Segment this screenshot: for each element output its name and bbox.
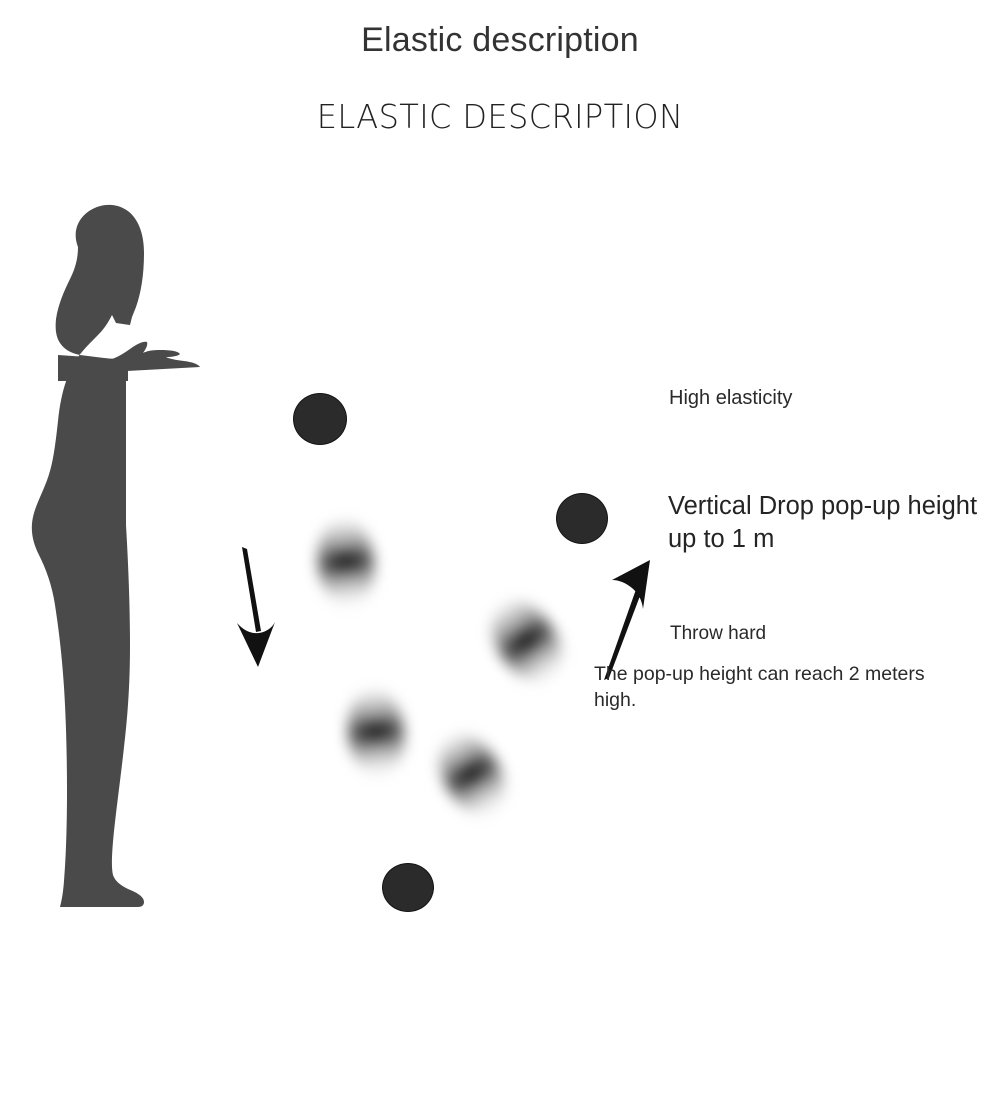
motion-blur-ball-2 bbox=[477, 587, 577, 697]
page-subtitle: ELASTIC DESCRIPTION bbox=[316, 97, 684, 136]
arrow-up-icon bbox=[604, 560, 650, 680]
label-high-elasticity: High elasticity bbox=[669, 387, 793, 409]
motion-blur-ball-4 bbox=[425, 722, 519, 828]
label-throw-hard: Throw hard bbox=[670, 623, 767, 644]
person-silhouette-icon bbox=[31, 204, 200, 908]
motion-blur-ball-3 bbox=[343, 685, 409, 781]
label-vertical-drop-height: Vertical Drop pop-up height up to 1 m bbox=[668, 492, 978, 554]
arrow-down-icon bbox=[237, 547, 275, 667]
motion-blur-ball-1 bbox=[313, 515, 379, 611]
ball-rebound-peak bbox=[557, 494, 607, 543]
ball-in-hand bbox=[294, 394, 346, 444]
label-popup-height: The pop-up height can reach 2 meters hig… bbox=[594, 663, 925, 712]
ball-on-ground bbox=[383, 864, 433, 911]
page-title: Elastic description bbox=[361, 21, 639, 59]
